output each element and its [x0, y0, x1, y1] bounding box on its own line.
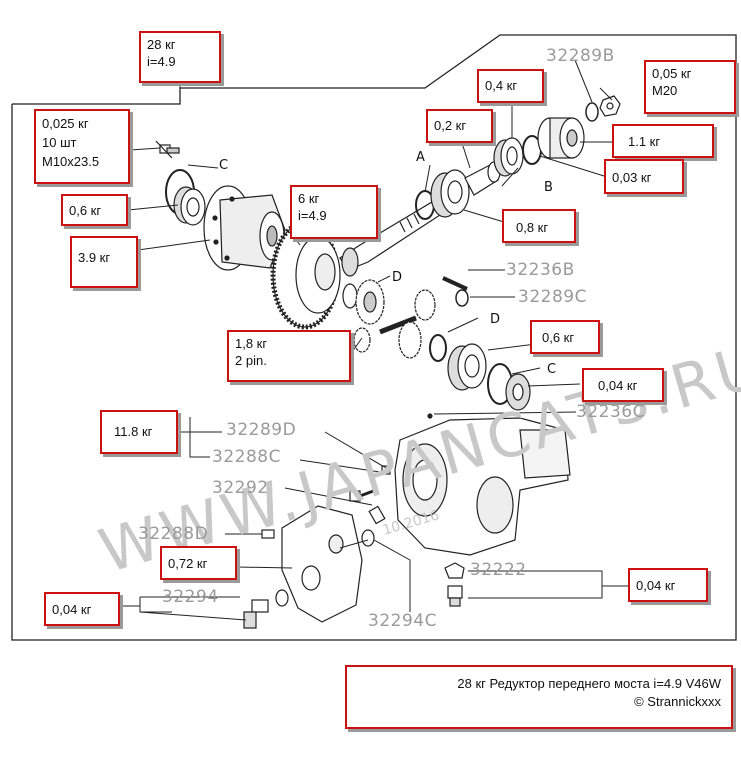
differential-case-part	[203, 185, 286, 271]
label-flange-weight: 1.1 кг	[612, 124, 714, 158]
filler-plug-right-part	[444, 562, 465, 607]
label-bearing-top-weight: 0,4 кг	[477, 69, 544, 103]
part-code-32289b[interactable]: 32289B	[546, 46, 615, 66]
part-code-32294[interactable]: 32294	[162, 587, 219, 607]
carrier-housing-part	[394, 413, 571, 556]
caption-box: 28 кг Редуктор переднего моста i=4.9 V46…	[345, 665, 733, 729]
side-gear-left-part	[342, 279, 385, 325]
label-nut-weight: 0,05 кг M20	[644, 60, 736, 114]
part-code-32294c[interactable]: 32294C	[368, 611, 437, 631]
label-total-weight: 28 кг i=4.9	[139, 31, 221, 83]
outer-bearing-part	[493, 137, 524, 177]
drive-pinion-part	[339, 201, 441, 277]
caption-author: © Strannickxxx	[634, 694, 721, 709]
callout-letter-d-right: D	[490, 312, 501, 327]
part-code-32288c[interactable]: 32288C	[212, 447, 281, 467]
companion-flange-part	[537, 117, 585, 159]
bearing-left-part	[173, 186, 206, 226]
part-code-32222[interactable]: 32222	[470, 560, 527, 580]
label-bearing-left-weight: 0,6 кг	[61, 194, 128, 226]
label-cover-weight: 0,72 кг	[160, 546, 237, 580]
label-carrier-weight: 11.8 кг	[100, 410, 178, 454]
collapsible-spacer-part	[464, 161, 501, 196]
label-plug-right-weight: 0,04 кг	[628, 568, 708, 602]
part-code-32289d[interactable]: 32289D	[226, 420, 297, 440]
pinion-nut-part	[599, 95, 621, 117]
breather-bolt-part	[349, 465, 391, 547]
leader-lines	[120, 59, 628, 621]
part-code-32236b[interactable]: 32236B	[506, 260, 575, 280]
label-spacer-weight: 0,2 кг	[426, 109, 493, 143]
rear-cover-part	[261, 505, 363, 623]
ring-gear-part	[270, 220, 341, 330]
caption-title: 28 кг Редуктор переднего моста i=4.9 V46…	[457, 676, 721, 691]
thrust-washer-d-part	[429, 334, 447, 362]
label-bearing-right-weight: 0,6 кг	[530, 320, 600, 354]
label-bolt-weight: 0,025 кг 10 шт M10x23.5	[34, 109, 130, 184]
part-code-32292[interactable]: 32292	[212, 478, 269, 498]
label-diff-gears-weight: 1,8 кг 2 pin.	[227, 330, 351, 382]
bearing-right-part	[447, 343, 487, 391]
label-seal-weight: 0,03 кг	[604, 159, 684, 194]
washer-part	[585, 102, 599, 122]
callout-letter-d-left: D	[392, 270, 403, 285]
pinion-bearing-part	[430, 169, 470, 218]
thrust-washer-part	[455, 289, 469, 307]
callout-letter-a: A	[416, 150, 425, 165]
pinion-shaft-part	[379, 315, 417, 335]
label-plug-left-weight: 0,04 кг	[44, 592, 120, 626]
label-washer-weight: 0,04 кг	[582, 368, 664, 402]
drain-plug-left-part	[243, 589, 289, 629]
bolt-part	[155, 140, 180, 159]
part-code-32236c[interactable]: 32236C	[576, 402, 645, 422]
callout-letter-b: B	[544, 180, 553, 195]
label-ring-gear-weight: 6 кг i=4.9	[290, 185, 378, 239]
label-case-weight: 3.9 кг	[70, 236, 138, 288]
pinion-gears-part	[353, 289, 436, 359]
part-code-32289c[interactable]: 32289C	[518, 287, 587, 307]
lock-pin-part	[442, 276, 468, 291]
part-code-32288d[interactable]: 32288D	[138, 524, 209, 544]
label-pinion-bearing-weight: 0,8 кг	[502, 209, 576, 243]
assembly-frame	[11, 34, 737, 641]
side-seal-part	[505, 373, 531, 411]
callout-letter-c-right: C	[547, 362, 557, 377]
callout-letter-c-left: C	[219, 158, 229, 173]
